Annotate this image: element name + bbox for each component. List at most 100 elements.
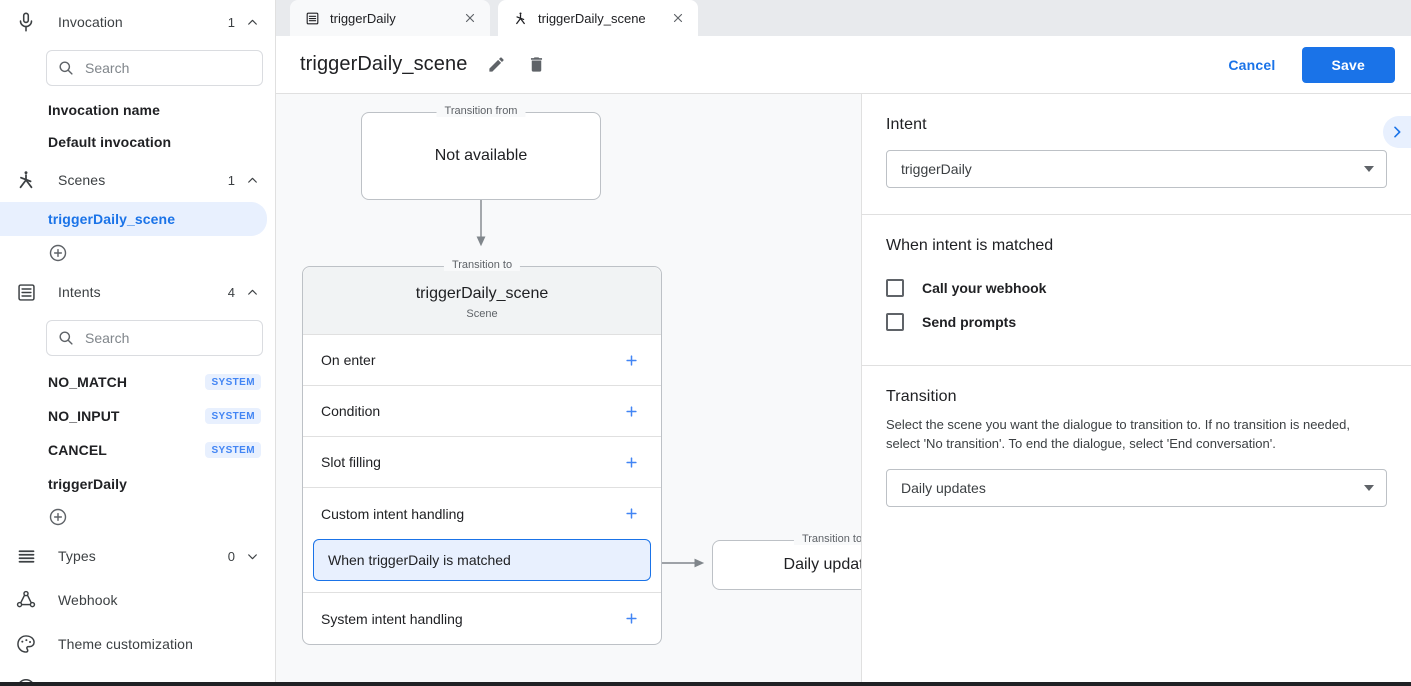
sidebar-item-label: CANCEL — [48, 442, 107, 458]
cancel-button[interactable]: Cancel — [1212, 48, 1291, 82]
palette-icon — [14, 632, 38, 656]
page-title: triggerDaily_scene — [300, 53, 468, 75]
plus-icon[interactable] — [623, 454, 639, 470]
sidebar-item-invocation-name[interactable]: Invocation name — [0, 94, 275, 126]
scene-row-custom-intent-handling[interactable]: Custom intent handling — [303, 488, 661, 539]
scene-row-on-enter[interactable]: On enter — [303, 335, 661, 386]
intents-search-box[interactable] — [46, 320, 263, 356]
intent-select[interactable]: triggerDaily — [886, 150, 1387, 188]
intents-search-input[interactable] — [85, 330, 252, 346]
when-intent-matched-title: When intent is matched — [886, 237, 1054, 254]
chevron-down-icon[interactable] — [245, 549, 259, 563]
sidebar-item-triggerdaily-scene[interactable]: triggerDaily_scene — [0, 202, 267, 236]
transition-from-value: Not available — [434, 147, 528, 164]
plus-icon[interactable] — [623, 506, 639, 522]
checkbox-label: Send prompts — [922, 314, 1017, 330]
tab-triggerdaily[interactable]: triggerDaily — [290, 0, 490, 36]
sidebar-item-label: NO_INPUT — [48, 408, 120, 424]
sidebar-item-triggerdaily[interactable]: triggerDaily — [0, 468, 275, 500]
transition-from-node[interactable]: Transition from Not available — [361, 105, 601, 200]
transition-section-description: Select the scene you want the dialogue t… — [886, 417, 1350, 451]
intents-search-wrap — [0, 314, 275, 364]
invocation-search-wrap — [0, 44, 275, 94]
scene-node-header: triggerDaily_scene Scene — [303, 267, 661, 335]
tab-label: triggerDaily_scene — [538, 10, 646, 26]
sidebar-section-types[interactable]: Types 0 — [0, 534, 275, 578]
checkbox-label: Call your webhook — [922, 280, 1047, 296]
sidebar-item-cancel[interactable]: CANCEL SYSTEM — [0, 434, 275, 466]
sidebar-section-intents[interactable]: Intents 4 — [0, 270, 275, 314]
tab-triggerdaily-scene[interactable]: triggerDaily_scene — [498, 0, 698, 36]
sidebar-item-label: Invocation name — [48, 102, 160, 118]
scene-row-label: System intent handling — [321, 610, 463, 627]
sidebar-section-invocation[interactable]: Invocation 1 — [0, 0, 275, 44]
scene-node: Transition to triggerDaily_scene Scene O… — [302, 259, 662, 645]
chevron-up-icon[interactable] — [245, 285, 259, 299]
scene-node-type: Scene — [466, 308, 498, 320]
sidebar-item-default-invocation[interactable]: Default invocation — [0, 126, 275, 158]
status-badge: SYSTEM — [205, 442, 261, 458]
transition-select-value: Daily updates — [901, 480, 986, 496]
checkbox-box[interactable] — [886, 313, 904, 331]
checkbox-box[interactable] — [886, 279, 904, 297]
tab-label: triggerDaily — [330, 10, 396, 26]
sidebar-item-label: triggerDaily — [48, 476, 127, 492]
scene-row-slot-filling[interactable]: Slot filling — [303, 437, 661, 488]
status-badge: SYSTEM — [205, 408, 261, 424]
checkbox-send-prompts[interactable]: Send prompts — [886, 305, 1387, 339]
sidebar-section-label: Scenes — [58, 172, 106, 188]
plus-circle-icon — [49, 244, 67, 262]
intents-list-icon — [14, 280, 38, 304]
sidebar-item-no-input[interactable]: NO_INPUT SYSTEM — [0, 400, 275, 432]
intent-section-title: Intent — [886, 116, 927, 133]
transition-target-legend: Transition to — [793, 533, 861, 545]
scene-flow-icon — [512, 10, 528, 26]
pencil-icon[interactable] — [485, 54, 507, 76]
transition-from-legend: Transition from — [436, 105, 526, 117]
expand-panel-button[interactable] — [1383, 116, 1411, 148]
intent-section: Intent triggerDaily — [862, 94, 1411, 215]
sidebar-section-scenes[interactable]: Scenes 1 — [0, 158, 275, 202]
trash-icon[interactable] — [525, 54, 547, 76]
transition-section-title: Transition — [886, 388, 957, 405]
add-scene-button[interactable] — [0, 236, 275, 270]
sidebar-section-count: 0 — [227, 548, 235, 564]
intent-handler-item[interactable]: When triggerDaily is matched — [313, 539, 651, 581]
save-button[interactable]: Save — [1301, 46, 1395, 83]
invocation-search-input[interactable] — [85, 60, 252, 76]
transition-target-node[interactable]: Transition to Daily updates — [712, 533, 861, 590]
scene-header: triggerDaily_scene Cancel Save — [276, 36, 1411, 94]
plus-icon[interactable] — [623, 352, 639, 368]
chevron-up-icon[interactable] — [245, 15, 259, 29]
scene-row-condition[interactable]: Condition — [303, 386, 661, 437]
checkbox-call-your-webhook[interactable]: Call your webhook — [886, 271, 1387, 305]
transition-select[interactable]: Daily updates — [886, 469, 1387, 507]
sidebar-item-label: Theme customization — [58, 636, 193, 652]
left-sidebar: Invocation 1 Invocation name Default inv… — [0, 0, 276, 686]
scene-row-system-intent-handling[interactable]: System intent handling — [303, 593, 661, 644]
sidebar-section-label: Types — [58, 548, 96, 564]
main-area: triggerDaily triggerDaily_scene — [276, 0, 1411, 686]
close-icon[interactable] — [462, 10, 478, 26]
microphone-icon — [14, 10, 38, 34]
chevron-right-icon — [1394, 126, 1401, 138]
scene-canvas[interactable]: Transition from Not available Transition… — [276, 94, 862, 686]
plus-icon[interactable] — [623, 611, 639, 627]
invocation-search-box[interactable] — [46, 50, 263, 86]
plus-icon[interactable] — [623, 403, 639, 419]
right-properties-panel: Intent triggerDaily When intent is match… — [862, 94, 1411, 686]
close-icon[interactable] — [670, 10, 686, 26]
sidebar-section-count: 4 — [227, 284, 235, 300]
chevron-down-icon — [1364, 166, 1374, 172]
sidebar-item-label: triggerDaily_scene — [48, 211, 176, 227]
add-intent-button[interactable] — [0, 500, 275, 534]
when-intent-matched-section: When intent is matched Call your webhook… — [862, 215, 1411, 366]
sidebar-item-label: Default invocation — [48, 134, 172, 150]
search-icon — [57, 59, 75, 77]
chevron-up-icon[interactable] — [245, 173, 259, 187]
sidebar-item-theme-customization[interactable]: Theme customization — [0, 622, 275, 666]
sidebar-item-webhook[interactable]: Webhook — [0, 578, 275, 622]
sidebar-item-no-match[interactable]: NO_MATCH SYSTEM — [0, 366, 275, 398]
intent-select-value: triggerDaily — [901, 161, 972, 177]
